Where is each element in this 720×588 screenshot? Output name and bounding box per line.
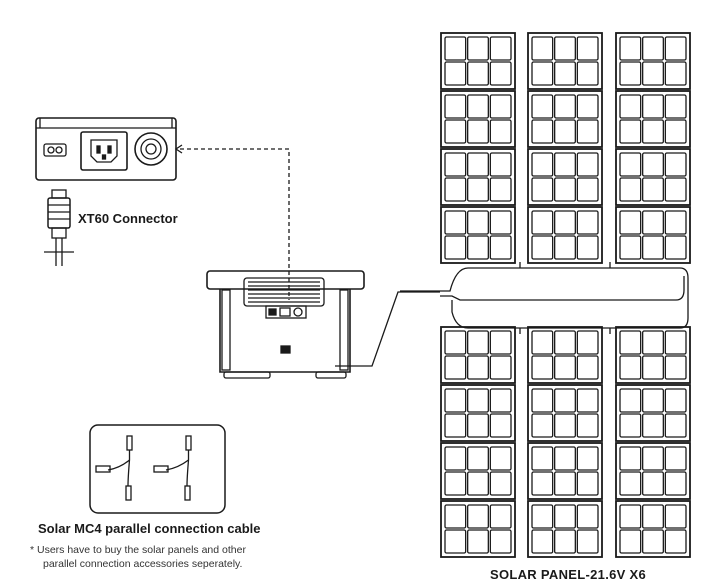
solar-panel-bottom-1-4 — [440, 500, 516, 558]
solar-panel-label: SOLAR PANEL-21.6V X6 — [490, 567, 647, 582]
solar-panel-bottom-3-3 — [615, 442, 691, 500]
mc4-cable-left-icon — [95, 435, 133, 501]
purchase-note: * Users have to buy the solar panels and… — [30, 543, 300, 571]
round-port-icon — [134, 132, 168, 166]
mc4-cable-box — [89, 424, 226, 514]
solar-panel-top-3-3 — [615, 148, 691, 206]
mc4-cable-right-icon — [153, 435, 192, 501]
solar-panel-top-3-1 — [615, 32, 691, 90]
ac-inlet-icon — [80, 131, 128, 171]
purchase-note-line-2: parallel connection accessories seperate… — [43, 558, 243, 570]
station-cable — [335, 291, 440, 367]
solar-panel-top-1-2 — [440, 90, 516, 148]
solar-panel-bottom-3-4 — [615, 500, 691, 558]
solar-panel-top-1-3 — [440, 148, 516, 206]
mc4-cable-label: Solar MC4 parallel connection cable — [38, 521, 261, 536]
solar-panel-bottom-1-1 — [440, 326, 516, 384]
xt60-connector-label: XT60 Connector — [78, 211, 178, 226]
dashed-connection-line — [180, 148, 290, 300]
solar-panel-bottom-3-1 — [615, 326, 691, 384]
solar-panel-bottom-1-3 — [440, 442, 516, 500]
solar-panel-bottom-3-2 — [615, 384, 691, 442]
solar-panel-top-3-2 — [615, 90, 691, 148]
solar-panel-top-2-4 — [527, 206, 603, 264]
power-station — [206, 270, 365, 379]
xt60-plug-icon — [44, 189, 74, 266]
solar-panel-array — [440, 32, 691, 558]
solar-panel-bottom-2-1 — [527, 326, 603, 384]
solar-panel-top-1-1 — [440, 32, 516, 90]
solar-panel-bottom-2-3 — [527, 442, 603, 500]
solar-panel-top-2-1 — [527, 32, 603, 90]
solar-panel-top-3-4 — [615, 206, 691, 264]
solar-panel-top-2-2 — [527, 90, 603, 148]
xt60-port-icon — [43, 143, 67, 157]
solar-panel-bottom-1-2 — [440, 384, 516, 442]
solar-panel-bottom-2-4 — [527, 500, 603, 558]
parallel-harness — [400, 262, 689, 334]
solar-panel-top-2-3 — [527, 148, 603, 206]
input-port-panel — [35, 117, 177, 181]
purchase-note-line-1: * Users have to buy the solar panels and… — [30, 544, 246, 556]
arrow-head — [174, 144, 183, 154]
solar-panel-top-1-4 — [440, 206, 516, 264]
solar-panel-bottom-2-2 — [527, 384, 603, 442]
